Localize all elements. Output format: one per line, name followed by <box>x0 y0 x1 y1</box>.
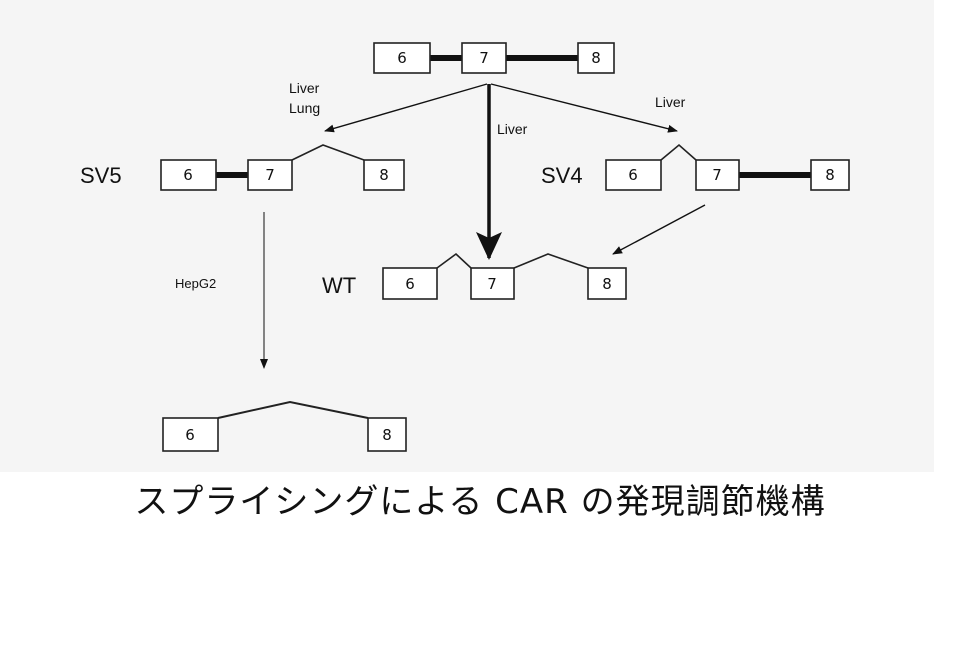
arrow-sv4-to-wt <box>612 204 706 255</box>
arrow-to-sv5 <box>324 83 488 133</box>
figure-caption: スプライシングによる CAR の発現調節機構 <box>134 482 826 522</box>
svg-text:7: 7 <box>487 275 497 293</box>
exon7-skipped-transcript: 6 8 <box>162 400 407 452</box>
wt-transcript: 6 7 8 <box>382 252 627 300</box>
label-liver: Liver <box>289 80 320 96</box>
exon-7: 7 <box>695 159 740 191</box>
label-liver-center: Liver <box>497 121 528 137</box>
exon-7: 7 <box>470 267 515 300</box>
svg-text:6: 6 <box>628 166 638 184</box>
arrow-to-sv4 <box>490 83 678 133</box>
svg-text:8: 8 <box>602 275 612 293</box>
splice-junction <box>291 144 365 161</box>
splicing-diagram: 6 7 8 Liver Lung Liver Liver SV5 6 7 8 <box>80 42 850 452</box>
svg-text:6: 6 <box>185 426 195 444</box>
splice-junction <box>217 400 369 419</box>
precursor-transcript: 6 7 8 <box>373 42 615 74</box>
svg-text:6: 6 <box>183 166 193 184</box>
label-liver-right: Liver <box>655 94 686 110</box>
svg-text:7: 7 <box>479 49 489 67</box>
variant-label-sv4: SV4 <box>541 163 583 188</box>
svg-text:8: 8 <box>379 166 389 184</box>
exon-6: 6 <box>162 417 219 452</box>
svg-text:7: 7 <box>265 166 275 184</box>
sv4-transcript: 6 7 8 <box>605 143 850 191</box>
svg-text:7: 7 <box>712 166 722 184</box>
exon-8: 8 <box>810 159 850 191</box>
svg-text:6: 6 <box>397 49 407 67</box>
svg-text:8: 8 <box>825 166 835 184</box>
exon-7: 7 <box>461 42 507 74</box>
label-lung: Lung <box>289 100 320 116</box>
label-hepg2: HepG2 <box>175 276 216 291</box>
diagram-panel <box>0 0 934 472</box>
splice-junction <box>436 252 472 269</box>
svg-text:8: 8 <box>591 49 601 67</box>
exon-6: 6 <box>160 159 217 191</box>
exon-8: 8 <box>363 159 405 191</box>
splice-junction <box>513 253 589 269</box>
exon-7: 7 <box>247 159 293 191</box>
svg-text:8: 8 <box>382 426 392 444</box>
exon-8: 8 <box>367 417 407 452</box>
exon-6: 6 <box>605 159 662 191</box>
exon-8: 8 <box>577 42 615 74</box>
exon-6: 6 <box>382 267 438 300</box>
variant-label-wt: WT <box>322 273 356 298</box>
sv5-transcript: 6 7 8 <box>160 144 405 191</box>
variant-label-sv5: SV5 <box>80 163 122 188</box>
splice-junction <box>660 143 697 161</box>
exon-8: 8 <box>587 267 627 300</box>
svg-text:6: 6 <box>405 275 415 293</box>
exon-6: 6 <box>373 42 431 74</box>
